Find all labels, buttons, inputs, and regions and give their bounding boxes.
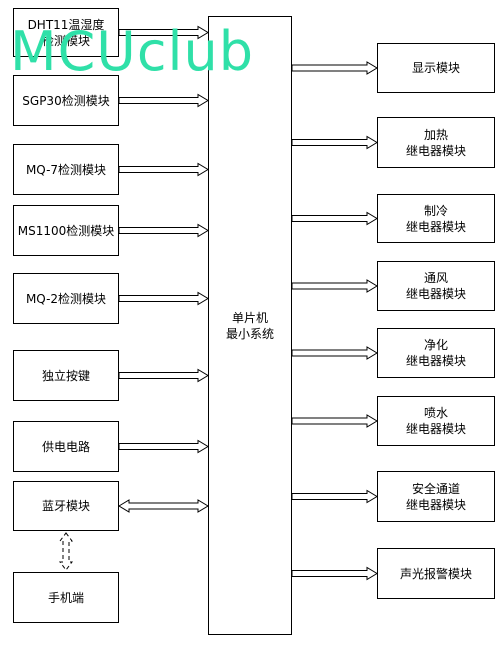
dht11-sensor-block: DHT11温湿度 检测模块 bbox=[13, 8, 119, 57]
input-arrow-4 bbox=[118, 291, 209, 306]
ventilation-relay-block: 通风 继电器模块 bbox=[377, 261, 495, 311]
mq7-sensor-block: MQ-7检测模块 bbox=[13, 144, 119, 195]
button-block: 独立按键 bbox=[13, 350, 119, 401]
power-supply-block: 供电电路 bbox=[13, 421, 119, 472]
heating-relay-block: 加热 继电器模块 bbox=[377, 117, 495, 168]
safety-exit-relay-block: 安全通道 继电器模块 bbox=[377, 471, 495, 522]
output-arrow-0 bbox=[291, 61, 378, 75]
display-module-block: 显示模块 bbox=[377, 43, 495, 93]
output-arrow-3 bbox=[291, 279, 378, 293]
input-arrow-3 bbox=[118, 223, 209, 238]
bluetooth-module-block: 蓝牙模块 bbox=[13, 481, 119, 531]
input-arrow-6 bbox=[118, 439, 209, 454]
alarm-module-block: 声光报警模块 bbox=[377, 548, 495, 599]
mq2-sensor-block: MQ-2检测模块 bbox=[13, 273, 119, 324]
input-arrow-2 bbox=[118, 162, 209, 177]
output-arrow-2 bbox=[291, 211, 378, 226]
output-arrow-1 bbox=[291, 135, 378, 150]
output-arrow-5 bbox=[291, 414, 378, 428]
output-arrow-6 bbox=[291, 489, 378, 504]
bluetooth-arrow bbox=[118, 499, 209, 513]
input-arrow-0 bbox=[118, 25, 209, 40]
cooling-relay-block: 制冷 继电器模块 bbox=[377, 194, 495, 243]
water-spray-relay-block: 喷水 继电器模块 bbox=[377, 396, 495, 446]
phone-client-block: 手机端 bbox=[13, 572, 119, 623]
output-arrow-4 bbox=[291, 346, 378, 360]
ms1100-sensor-block: MS1100检测模块 bbox=[13, 205, 119, 256]
input-arrow-1 bbox=[118, 93, 209, 108]
purification-relay-block: 净化 继电器模块 bbox=[377, 328, 495, 378]
output-arrow-7 bbox=[291, 566, 378, 581]
phone-bluetooth-arrow bbox=[59, 532, 73, 571]
sgp30-sensor-block: SGP30检测模块 bbox=[13, 75, 119, 126]
input-arrow-5 bbox=[118, 368, 209, 383]
mcu-minimum-system-block: 单片机 最小系统 bbox=[208, 16, 292, 635]
